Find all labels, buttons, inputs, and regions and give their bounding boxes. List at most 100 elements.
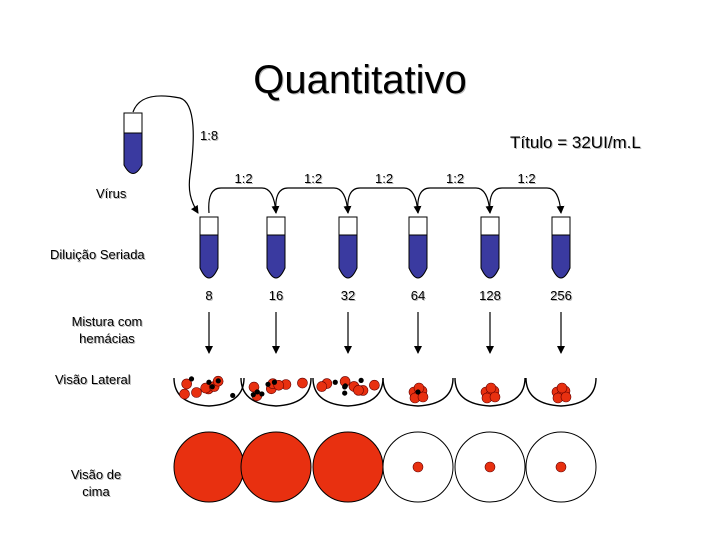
page-title: Quantitativo [253,58,467,102]
initial-dilution-label: 1:8 [200,128,219,143]
transfer-arrow [208,187,280,214]
tube-glass [480,216,500,236]
step-ratio-label: 1:2 [517,171,536,186]
tube-liquid [266,234,286,279]
top-view-well [312,431,384,503]
well-profile [173,377,245,407]
red-blood-cell [485,382,497,394]
tube-dilution-label: 64 [410,288,426,303]
virus-particle [259,391,265,397]
virus-stock-tube [123,112,143,174]
step-ratio-label: 1:2 [234,171,253,186]
red-blood-cell [297,377,308,389]
tube-liquid [480,234,500,279]
red-blood-cell [417,391,429,403]
transfer-arrows [208,187,565,214]
diffuse-mat [173,431,245,503]
virus-particle [271,379,278,385]
virus-particle [332,379,338,385]
red-blood-cell [353,385,364,396]
tube-glass [338,216,358,236]
virus-tube-liquid [124,133,142,174]
dilution-tube [551,216,571,279]
tube-liquid [199,234,219,279]
transfer-arrow [417,187,494,214]
mixture-label: Mistura com hemácias [71,314,143,346]
red-blood-cell [560,391,572,403]
top-view-well [454,431,526,503]
side-view-label: Visão Lateral [55,372,131,387]
virus-particle [254,389,260,395]
top-view-well [173,431,245,503]
step-ratio-label: 1:2 [304,171,323,186]
virus-particle [209,384,215,390]
well-profile [525,377,597,407]
step-ratio-label: 1:2 [446,171,465,186]
transfer-arrow [489,187,565,214]
red-blood-cell [369,379,380,391]
top-view-label: Visão de cima [70,467,122,499]
well-profile [454,377,526,407]
virus-particle [342,390,348,396]
red-blood-cell [181,378,192,390]
tube-dilution-label: 32 [340,288,356,303]
tube-glass [408,216,428,236]
titer-result: Título = 32UI/m.L [510,133,641,152]
virus-particle [265,381,271,387]
red-blood-cell [191,387,202,398]
tube-dilution-label: 128 [479,288,501,303]
dilution-tube [266,216,286,279]
virus-particle [415,389,421,395]
virus-particle [188,376,195,382]
side-view-well [312,376,384,407]
tube-liquid [408,234,428,279]
tube-liquid [338,234,358,279]
side-view-well [240,377,312,407]
initial-transfer-arrow [132,95,199,214]
red-blood-cell [489,391,501,403]
mixing-arrows [205,312,565,354]
diffuse-mat [312,431,384,503]
top-view-wells [173,431,597,503]
dilution-tube [199,216,219,279]
virus-particle [230,392,236,399]
top-view-well [240,431,312,503]
red-blood-cell [556,382,568,394]
serial-dilution-label: Diluição Seriada [50,247,145,262]
diffuse-mat [240,431,312,503]
tube-liquid [551,234,571,279]
top-view-well [525,431,597,503]
side-view-well [382,377,454,407]
tube-dilution-label: 256 [550,288,572,303]
top-view-well [382,431,454,503]
side-view-well [525,377,597,407]
red-cell-button [555,461,567,473]
dilution-tubes [199,216,571,279]
step-ratio-label: 1:2 [375,171,394,186]
virus-particle [358,377,364,383]
tube-glass [199,216,219,236]
tube-dilution-label: 8 [205,288,213,303]
dilution-tube [480,216,500,279]
dilution-tube [408,216,428,279]
transfer-arrow [275,187,352,214]
well-profile [382,377,454,407]
side-view-well [173,375,245,407]
side-view-wells [173,375,597,407]
side-view-well [454,377,526,407]
well-profile [312,377,384,407]
virus-particle [250,392,256,398]
transfer-arrow [347,187,422,214]
red-cell-button [412,461,424,473]
red-cell-button [484,461,496,473]
tube-glass [266,216,286,236]
tube-glass [551,216,571,236]
virus-particle [215,378,221,384]
virus-tube-glass [123,112,143,134]
dilution-tube [338,216,358,279]
red-blood-cell [179,388,190,400]
virus-label: Vírus [96,186,127,201]
well-profile [240,377,312,407]
virus-particle [342,383,348,389]
